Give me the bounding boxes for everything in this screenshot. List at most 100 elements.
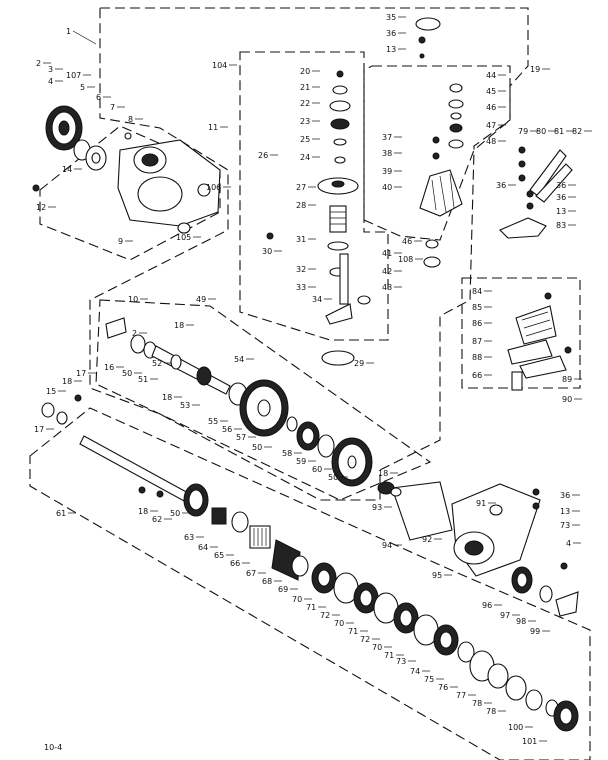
callout-label: 108 [398,255,413,264]
callout-label: 36 [496,181,506,190]
shift-stack [266,70,371,366]
axle-seal-stack [32,105,107,192]
callout-label: 85 [472,303,482,312]
callout-label: 2 [132,329,137,338]
callout-label: 78 [486,707,496,716]
callout-label: 43 [382,283,392,292]
callout-label: 7 [110,103,115,112]
callout-label: 75 [424,675,434,684]
callout-label: 41 [382,249,392,258]
callout-label: 73 [396,657,406,666]
shift-lever [499,146,573,239]
callout-label: 33 [296,283,306,292]
callout-label: 22 [300,99,310,108]
callout-label: 36 [386,29,396,38]
callout-label: 62 [152,515,162,524]
callout-label: 48 [486,137,496,146]
callout-label: 47 [486,121,496,130]
callout-label: 46 [486,103,496,112]
callout-label: 53 [180,401,190,410]
callout-label: 83 [556,221,566,230]
callout-label: 99 [530,627,540,636]
callout-label: 27 [296,183,306,192]
callout-label: 90 [562,395,572,404]
callout-label: 15 [46,387,56,396]
callout-label: 29 [354,359,364,368]
callout-label: 3 [48,65,53,74]
callout-label: 94 [382,541,392,550]
assembly-outline-countershaft [95,299,432,501]
callout-label: 34 [312,295,322,304]
clutch-disc-stack [311,562,579,732]
callout-label: 24 [300,153,310,162]
callout-label: 36 [556,181,566,190]
callout-label: 67 [246,569,256,578]
callout-label: 37 [382,133,392,142]
callout-label: 10 [128,295,138,304]
assembly-outline-cover [363,65,511,241]
callout-label: 50 [170,509,180,518]
callout-label: 26 [258,151,268,160]
callout-label: 45 [486,87,496,96]
callout-label: 28 [296,201,306,210]
callout-label: 20 [300,67,310,76]
assembly-outline-shift [239,51,389,341]
leader-line [72,30,97,45]
callout-label: 16 [104,363,114,372]
callout-label: 56 [222,425,232,434]
callout-label: 30 [262,247,272,256]
callout-label: 40 [382,183,392,192]
callout-label: 100 [508,723,523,732]
callout-label: 57 [236,433,246,442]
callout-label: 92 [422,535,432,544]
callout-label: 106 [206,183,221,192]
callout-label: 70 [292,595,302,604]
callout-label: 68 [262,577,272,586]
callout-label: 44 [486,71,496,80]
callout-label: 39 [382,167,392,176]
callout-label: 50 [252,443,262,452]
callout-label: 1 [66,27,71,36]
cover-assembly [415,17,464,268]
callout-label: 19 [530,65,540,74]
callout-label: 18 [378,469,388,478]
callout-label: 4 [566,539,571,548]
callout-label: 23 [300,117,310,126]
countershaft [105,317,373,487]
assembly-outline-output [29,407,591,760]
callout-label: 54 [234,355,244,364]
callout-label: 25 [300,135,310,144]
callout-label: 49 [196,295,206,304]
callout-label: 31 [296,235,306,244]
callout-label: 46 [402,237,412,246]
assembly-outline-brake [461,277,581,389]
callout-label: 80 [536,127,546,136]
callout-label: 86 [472,319,482,328]
callout-label: 63 [184,533,194,542]
right-housing [377,481,579,617]
callout-label: 50 [122,369,132,378]
callout-label: 8 [128,115,133,124]
callout-label: 88 [472,353,482,362]
callout-label: 87 [472,337,482,346]
callout-label: 42 [382,267,392,276]
callout-label: 50 [328,473,338,482]
callout-label: 78 [472,699,482,708]
callout-label: 21 [300,83,310,92]
callout-label: 13 [386,45,396,54]
callout-label: 76 [438,683,448,692]
callout-label: 17 [34,425,44,434]
callout-label: 84 [472,287,482,296]
callout-label: 64 [198,543,208,552]
callout-label: 18 [174,321,184,330]
callout-label: 38 [382,149,392,158]
callout-label: 14 [62,165,72,174]
callout-label: 71 [384,651,394,660]
callout-label: 104 [212,61,227,70]
gear-housing [117,132,221,234]
callout-label: 52 [152,359,162,368]
callout-label: 69 [278,585,288,594]
callout-label: 107 [66,71,81,80]
callout-label: 17 [76,369,86,378]
